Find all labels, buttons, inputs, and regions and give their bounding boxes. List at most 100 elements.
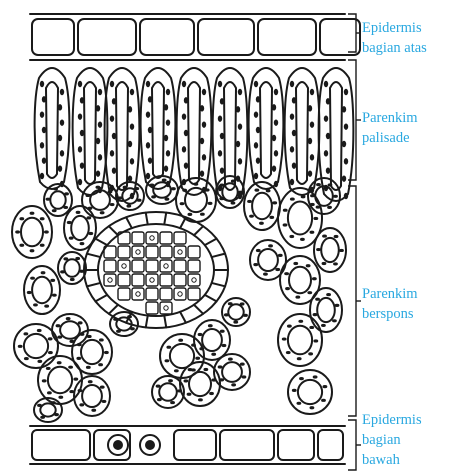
chloroplast (306, 264, 311, 267)
chloroplast (182, 146, 186, 152)
chloroplast (342, 175, 346, 181)
chloroplast (328, 183, 333, 186)
vascular-tissue-cell (160, 288, 172, 300)
chloroplast (80, 130, 84, 136)
chloroplast (218, 115, 222, 121)
palisade-cell-lumen (224, 82, 236, 190)
chloroplast (63, 257, 68, 260)
chloroplast (292, 162, 296, 168)
chloroplast (191, 368, 196, 371)
chloroplast (247, 200, 252, 203)
chloroplast (198, 333, 203, 336)
chloroplast (42, 127, 46, 133)
palisade-cell (141, 68, 176, 189)
spongy-cell-lumen (317, 298, 335, 322)
chloroplast (307, 291, 312, 294)
chloroplast (202, 154, 206, 160)
chloroplast (18, 345, 23, 348)
chloroplast (100, 211, 105, 214)
chloroplast (63, 206, 68, 209)
chloroplast (52, 209, 57, 212)
chloroplast (187, 213, 192, 216)
chloroplast (218, 150, 222, 156)
chloroplast (58, 104, 62, 110)
chloroplast (19, 217, 24, 220)
spongy-cell-lumen (202, 329, 222, 351)
chloroplast (110, 150, 114, 156)
chloroplast (326, 293, 331, 296)
chloroplast (283, 223, 288, 226)
chloroplast (128, 141, 132, 147)
chloroplast (44, 305, 49, 308)
chloroplast (344, 123, 348, 129)
xylem-vessel (122, 264, 126, 268)
spongy-cell-lumen (185, 188, 207, 212)
chloroplast (128, 106, 132, 112)
vascular-tissue-cell (132, 246, 144, 258)
chloroplast (53, 187, 58, 190)
chloroplast (236, 141, 240, 147)
chloroplast (85, 194, 90, 197)
upper-epidermis-cell (198, 19, 254, 55)
chloroplast (205, 188, 210, 191)
bundle-sheath-wall (109, 305, 118, 314)
vascular-tissue-cell (104, 274, 116, 286)
spongy-cell-lumen (32, 277, 52, 303)
bundle-sheath-wall (205, 295, 217, 301)
chloroplast (110, 115, 114, 121)
spongy-cell-lumen (159, 383, 177, 401)
palisade-cell-lumen (116, 82, 128, 190)
chloroplast (54, 413, 59, 416)
chloroplast (162, 178, 167, 181)
chloroplast (42, 379, 47, 382)
chloroplast (184, 162, 188, 168)
chloroplast (203, 368, 208, 371)
spongy-cell-lumen (289, 267, 311, 293)
chloroplast (68, 366, 73, 369)
chloroplast (313, 313, 318, 316)
chloroplast (130, 327, 135, 330)
chloroplast (118, 196, 123, 199)
chloroplast (219, 378, 224, 381)
vascular-tissue-cell (132, 232, 144, 244)
chloroplast (287, 325, 292, 328)
chloroplast (308, 138, 312, 144)
chloroplast (75, 257, 80, 260)
spongy-cell-lumen (81, 340, 103, 364)
spongy-cell-lumen (21, 218, 43, 247)
chloroplast (321, 399, 326, 402)
chloroplast (116, 330, 121, 333)
vascular-tissue-cell (188, 246, 200, 258)
chloroplast (200, 138, 204, 144)
chloroplast (238, 123, 242, 129)
chloroplast (310, 231, 315, 234)
spongy-cell-lumen (252, 193, 272, 219)
chloroplast (164, 104, 168, 110)
chloroplast (326, 98, 330, 104)
chloroplast (76, 357, 81, 360)
chloroplast (128, 175, 132, 181)
bundle-sheath-wall (95, 295, 107, 301)
chloroplast (146, 142, 150, 148)
chloroplast (40, 217, 45, 220)
chloroplast (58, 396, 63, 399)
chloroplast (316, 248, 321, 251)
chloroplast (290, 179, 294, 185)
chloroplast (298, 320, 303, 323)
chloroplast (243, 314, 248, 317)
chloroplast (296, 402, 301, 405)
chloroplast (334, 235, 339, 238)
chloroplast (238, 158, 242, 164)
bundle-sheath-wall (194, 226, 203, 235)
bracket-parenkim-berspons (348, 186, 356, 416)
chloroplast (56, 324, 61, 327)
chloroplast (60, 119, 64, 125)
chloroplast (327, 206, 332, 209)
chloroplast (48, 351, 53, 354)
chloroplast (110, 81, 114, 87)
palisade-cell (177, 68, 212, 195)
chloroplast (164, 165, 168, 171)
chloroplast (64, 192, 69, 195)
chloroplast (184, 97, 188, 103)
chloroplast (148, 96, 152, 102)
